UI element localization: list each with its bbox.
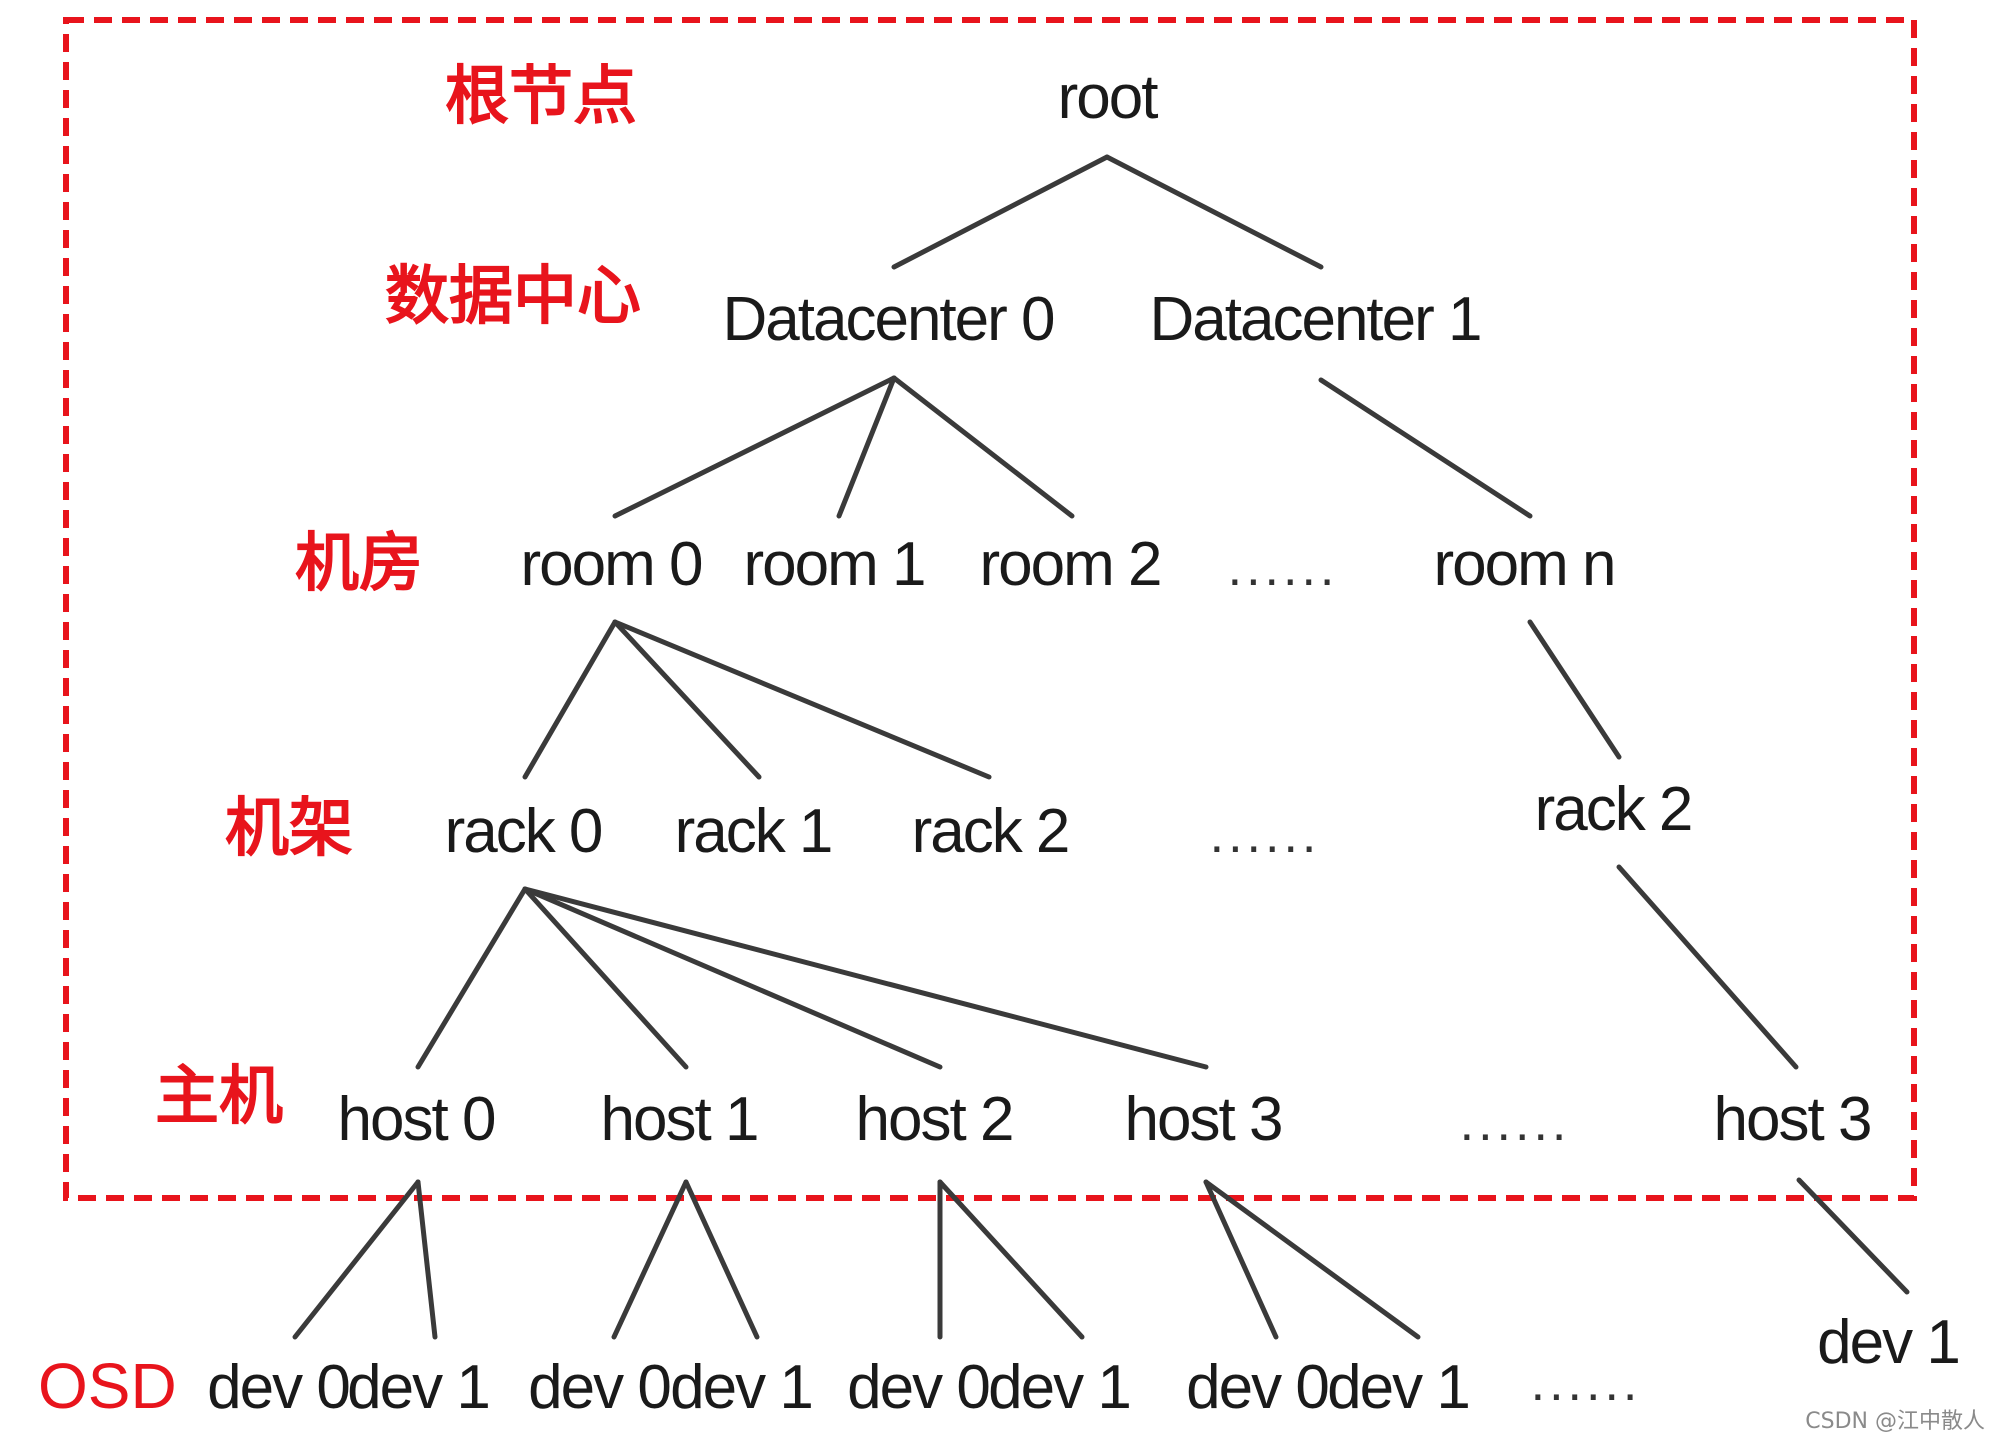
node-dev-host3-0: dev 0 (1186, 1353, 1328, 1422)
node-dev-host1-1: dev 1 (670, 1353, 812, 1422)
ellipsis-racks: ...... (1210, 806, 1321, 864)
edge-room0-rack2 (612, 619, 992, 780)
watermark: CSDN @江中散人 (1805, 1409, 1985, 1434)
tree-nodes: root Datacenter 0 Datacenter 1 room 0 ro… (207, 63, 1961, 1422)
node-room-1: room 1 (744, 530, 925, 599)
node-room-n: room n (1434, 530, 1615, 599)
level-labels: 根节点 数据中心 机房 机架 主机 OSD (38, 60, 641, 1422)
ellipsis-devs: ...... (1531, 1354, 1642, 1412)
edge-host1-dev0 (611, 1179, 689, 1340)
ellipsis-hosts: ...... (1460, 1094, 1571, 1152)
node-dev-last: dev 1 (1817, 1308, 1959, 1377)
node-host-0: host 0 (338, 1085, 495, 1154)
edge-host2-dev1 (937, 1179, 1085, 1340)
node-host-1: host 1 (601, 1085, 758, 1154)
node-dev-host2-0: dev 0 (847, 1353, 989, 1422)
edge-root-dc1 (1104, 154, 1324, 270)
node-root: root (1058, 63, 1159, 132)
edge-dc0-room1 (836, 375, 897, 519)
node-datacenter-0: Datacenter 0 (723, 285, 1055, 354)
edge-rack0-host0 (415, 886, 528, 1070)
node-dev-host1-0: dev 0 (528, 1353, 670, 1422)
level-label-root: 根节点 (445, 60, 637, 134)
edge-rack0-host2 (522, 886, 943, 1070)
edge-dc0-room2 (891, 375, 1075, 519)
edge-host0-dev0 (292, 1179, 421, 1340)
node-dev-host0-0: dev 0 (207, 1353, 349, 1422)
node-dev-host3-1: dev 1 (1327, 1353, 1469, 1422)
edge-dc0-room0 (612, 375, 897, 519)
edge-root-dc0 (891, 154, 1110, 270)
edge-room0-rack1 (612, 619, 762, 780)
ellipsis-rooms: ...... (1228, 539, 1339, 597)
edge-host0-dev1 (415, 1179, 438, 1340)
node-datacenter-1: Datacenter 1 (1150, 285, 1481, 354)
node-room-2: room 2 (980, 530, 1161, 599)
edges (292, 154, 1910, 1340)
level-label-room: 机房 (295, 527, 423, 601)
level-label-datacenter: 数据中心 (385, 260, 641, 334)
edge-host3b-devlast (1796, 1177, 1910, 1295)
node-host-3-right: host 3 (1714, 1085, 1871, 1154)
node-dev-host2-1: dev 1 (988, 1353, 1130, 1422)
node-rack-2: rack 2 (912, 797, 1069, 866)
edge-rack0-host1 (522, 886, 689, 1070)
node-room-0: room 0 (521, 530, 702, 599)
edge-roomn-rack2b (1527, 619, 1622, 760)
level-label-rack: 机架 (225, 792, 353, 866)
dashed-boundary-frame (63, 17, 1917, 1201)
edge-host3-dev0 (1203, 1179, 1279, 1340)
edge-room0-rack0 (522, 619, 618, 780)
node-rack-1: rack 1 (675, 797, 832, 866)
level-label-host: 主机 (155, 1060, 283, 1134)
node-host-3: host 3 (1125, 1085, 1282, 1154)
node-host-2: host 2 (856, 1085, 1013, 1154)
edge-host3-dev1 (1203, 1179, 1421, 1340)
level-label-osd: OSD (38, 1350, 177, 1422)
edge-rack0-host3 (522, 886, 1209, 1070)
edge-rack2b-host3b (1616, 864, 1799, 1070)
node-rack-2-right: rack 2 (1535, 775, 1692, 844)
node-dev-host0-1: dev 1 (347, 1353, 489, 1422)
edge-dc1-roomn (1318, 377, 1533, 519)
edge-host1-dev1 (683, 1179, 760, 1340)
node-rack-0: rack 0 (445, 797, 602, 866)
